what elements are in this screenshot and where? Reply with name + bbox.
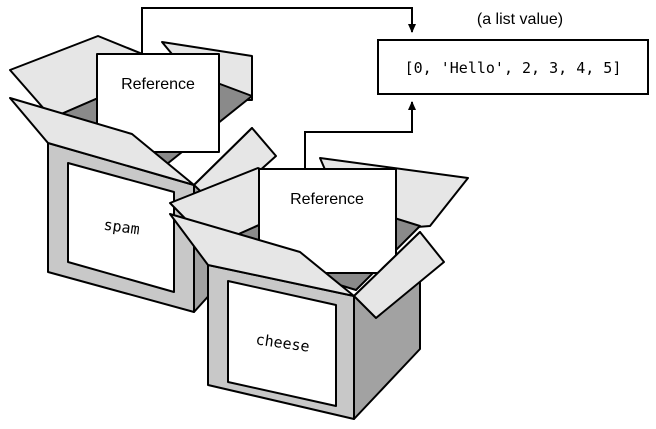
spam-reference-arrow [141,7,416,54]
spam-label-panel [67,162,175,293]
spam-reference-label: Reference [121,76,195,93]
list-value-caption: (a list value) [477,11,563,28]
list-value-box [377,39,649,95]
list-value-text: [0, 'Hello', 2, 3, 4, 5] [405,59,622,77]
cheese-reference-label: Reference [290,191,364,208]
spam-name-label: spam [103,216,141,239]
cheese-label-panel [227,280,337,407]
cheese-reference-arrow [304,101,416,170]
cheese-front-flap-right [353,231,445,319]
cheese-box [169,157,469,420]
